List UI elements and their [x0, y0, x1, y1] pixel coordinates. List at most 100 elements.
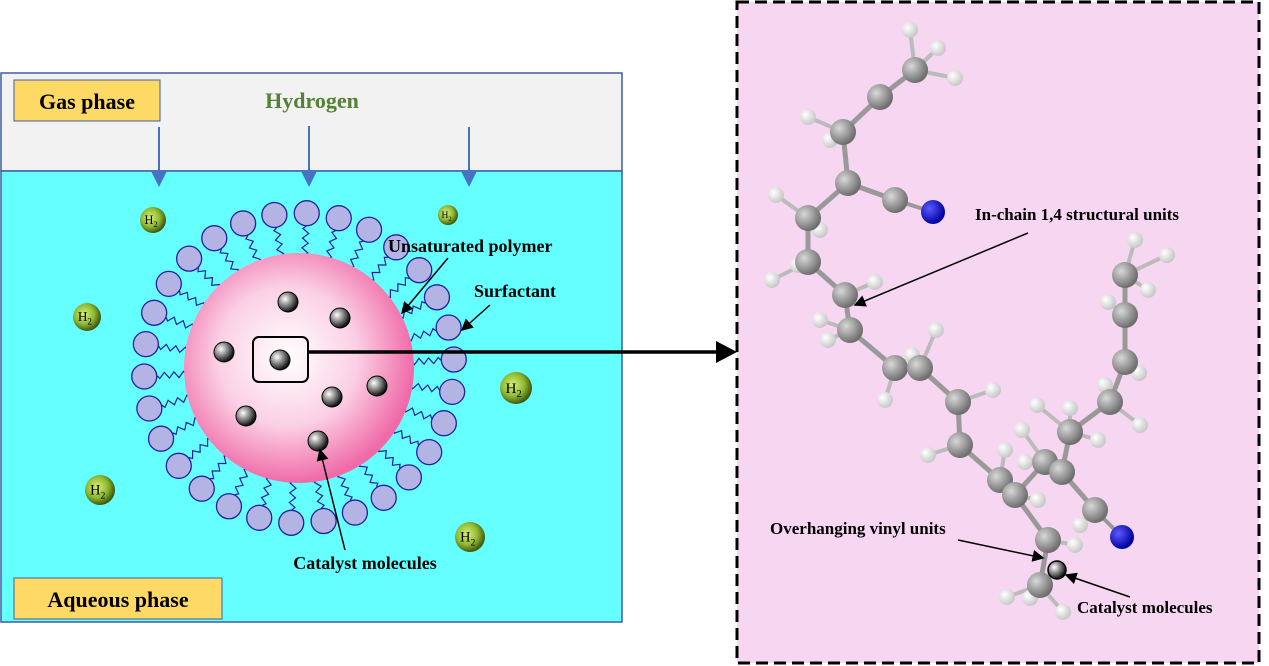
surfactant-head [325, 205, 352, 232]
catalyst-molecule [321, 386, 343, 408]
surfactant-molecule [310, 479, 337, 535]
surfactant-tail [165, 316, 194, 329]
carbon-atom [1049, 459, 1075, 485]
gas-phase-label: Gas phase [39, 89, 135, 114]
surfactant-head [430, 410, 457, 437]
left-panel: Gas phase Hydrogen Aqueous phase H2H2H2H… [0, 72, 623, 623]
unsaturated-polymer-label: Unsaturated polymer [388, 236, 553, 256]
surfactant-tail [313, 479, 326, 509]
surfactant-tail [209, 455, 229, 480]
surfactant-head [155, 270, 182, 298]
catalyst-molecule [307, 430, 329, 452]
surfactant-molecule [188, 455, 229, 502]
surfactant-molecule [358, 462, 397, 511]
hydrogen-atom [812, 312, 828, 328]
surfactant-molecule [278, 480, 305, 536]
surfactant-molecule [293, 200, 320, 256]
surfactant-head [215, 493, 243, 520]
h2-subscript: 2 [153, 219, 157, 229]
hydrogen-atom [1072, 517, 1088, 533]
hydrogen-atom [1029, 397, 1045, 413]
surfactant-molecule [201, 225, 240, 274]
carbon-atom [867, 84, 893, 110]
hydrogen-atom [985, 382, 1001, 398]
surfactant-molecule [378, 447, 423, 491]
carbon-atom [795, 205, 821, 231]
catalyst-molecule [235, 405, 257, 427]
carbon-atom [1112, 349, 1138, 375]
catalyst-label: Catalyst molecules [293, 553, 436, 573]
hydrogen-atom [1100, 294, 1116, 310]
carbon-atom [832, 282, 858, 308]
h2-sphere [438, 205, 458, 225]
hydrogen-atom [820, 332, 836, 348]
surfactant-molecule [407, 314, 462, 342]
surfactant-tail [369, 256, 389, 281]
micelle [131, 200, 467, 536]
carbon-atom [1035, 527, 1061, 553]
surfactant-head [165, 452, 192, 479]
surfactant-molecule [175, 245, 220, 289]
hydrogen-atom [1062, 400, 1078, 416]
surfactant-head [188, 475, 215, 502]
surfactant-molecule [131, 363, 187, 390]
hydrogen-atom [764, 272, 780, 288]
surfactant-head [201, 225, 228, 252]
surfactant-tail [404, 407, 433, 420]
in-chain-pointer [853, 232, 1029, 307]
carbon-atom [1082, 497, 1108, 523]
surfactant-molecule [404, 407, 457, 437]
polymer-particle [184, 253, 414, 483]
surfactant-head [395, 464, 423, 491]
surfactant-molecule [155, 270, 205, 307]
surfactant-head [175, 245, 203, 272]
carbon-atom [1027, 572, 1053, 598]
surfactant-tail [234, 468, 249, 496]
h2-symbol: H [506, 380, 517, 397]
surfactant-tail [358, 462, 379, 488]
surfactant-molecule [136, 394, 191, 422]
carbon-atom [1097, 389, 1123, 415]
zoom-selection-box [252, 336, 309, 383]
in-chain-label: In-chain 1,4 structural units [975, 205, 1179, 224]
surfactant-molecule [393, 429, 443, 466]
surfactant-molecule [399, 284, 451, 319]
hydrogen-atom [920, 447, 936, 463]
hydrogen-atom [1067, 537, 1083, 553]
surfactant-head [438, 378, 466, 406]
hydrogen-atom [1014, 422, 1030, 438]
carbon-atom [830, 119, 856, 145]
surfactant-head [246, 504, 273, 531]
surfactant-tail [197, 267, 220, 289]
surfactant-tail [386, 276, 410, 299]
hydrogen-atom [1055, 604, 1071, 620]
right-panel: In-chain 1,4 structural units Overhangin… [735, 0, 1261, 665]
hydrogen-atom [1030, 492, 1046, 508]
nitrogen-atom [1110, 525, 1134, 549]
h2-molecule: H2 [140, 207, 166, 233]
surfactant-tail [336, 473, 353, 501]
surfactant-tail [245, 235, 262, 263]
h2-sphere [500, 372, 532, 404]
surfactant-tail [172, 417, 199, 436]
surfactant-molecule [349, 216, 383, 268]
carbon-atom [882, 187, 908, 213]
surfactant-head [423, 284, 451, 311]
surfactant-head [355, 216, 383, 243]
surfactant-tail [301, 225, 310, 256]
surfactant-layer [131, 200, 467, 536]
surfactant-molecule [215, 468, 249, 520]
surfactant-head [278, 509, 305, 536]
h2-molecule: H2 [438, 205, 458, 225]
surfactant-head [383, 234, 410, 261]
h2-subscript: 2 [448, 216, 451, 223]
hydrogen-atom [1090, 432, 1106, 448]
surfactant-head [136, 395, 163, 422]
carbon-atom [1112, 302, 1138, 328]
catalyst-label-right: Catalyst molecules [1077, 598, 1213, 617]
hydrogen-atom [1140, 282, 1156, 298]
molecule-view [735, 0, 1261, 665]
catalyst-molecule [329, 307, 351, 329]
surfactant-molecule [132, 330, 188, 358]
